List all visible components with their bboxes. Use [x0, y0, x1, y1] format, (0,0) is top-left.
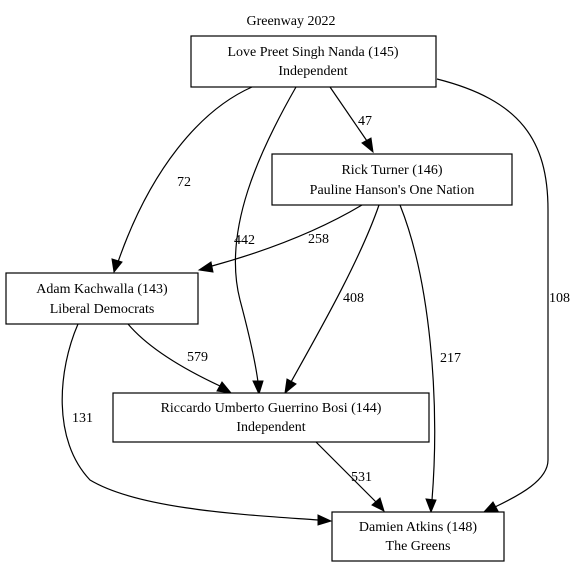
edge-kachwalla-bosi: 579: [127, 323, 233, 394]
edge-turner-bosi: 408: [284, 204, 380, 395]
node-turner: Rick Turner (146) Pauline Hanson's One N…: [271, 153, 513, 206]
edge-label-kachwalla-bosi: 579: [187, 350, 208, 365]
edge-nanda-bosi: 442: [234, 86, 297, 396]
edge-label-turner-atkins: 217: [440, 351, 461, 366]
edge-label-kachwalla-atkins: 131: [72, 411, 93, 426]
edge-label-turner-kachwalla: 258: [308, 232, 329, 247]
edge-nanda-kachwalla: 72: [111, 86, 253, 274]
edge-label-nanda-atkins: 108: [549, 291, 570, 306]
edge-label-nanda-turner: 47: [358, 114, 372, 129]
node-bosi: Riccardo Umberto Guerrino Bosi (144) Ind…: [112, 392, 430, 443]
edge-turner-atkins: 217: [399, 204, 461, 514]
node-atkins-party: The Greens: [386, 539, 451, 554]
edge-nanda-atkins: 108: [436, 78, 570, 513]
node-nanda: Love Preet Singh Nanda (145) Independent: [190, 35, 437, 88]
edge-bosi-atkins: 531: [315, 441, 385, 512]
diagram-title: Greenway 2022: [246, 14, 335, 29]
node-bosi-name: Riccardo Umberto Guerrino Bosi (144): [161, 401, 382, 416]
edge-kachwalla-atkins: 131: [61, 323, 333, 526]
node-kachwalla-name: Adam Kachwalla (143): [36, 282, 168, 297]
node-kachwalla-party: Liberal Democrats: [50, 302, 155, 317]
edge-label-nanda-bosi: 442: [234, 233, 255, 248]
node-atkins-name: Damien Atkins (148): [359, 520, 478, 535]
edge-label-bosi-atkins: 531: [351, 470, 372, 485]
node-kachwalla: Adam Kachwalla (143) Liberal Democrats: [5, 272, 199, 325]
node-nanda-name: Love Preet Singh Nanda (145): [227, 45, 398, 60]
edge-label-turner-bosi: 408: [343, 291, 364, 306]
node-bosi-party: Independent: [236, 420, 305, 435]
edge-nanda-turner: 47: [329, 86, 374, 154]
node-atkins: Damien Atkins (148) The Greens: [331, 511, 505, 562]
node-nanda-party: Independent: [278, 64, 347, 79]
node-turner-party: Pauline Hanson's One Nation: [310, 183, 475, 198]
node-turner-name: Rick Turner (146): [341, 163, 442, 178]
edge-turner-kachwalla: 258: [197, 204, 363, 273]
edge-label-nanda-kachwalla: 72: [177, 175, 191, 190]
